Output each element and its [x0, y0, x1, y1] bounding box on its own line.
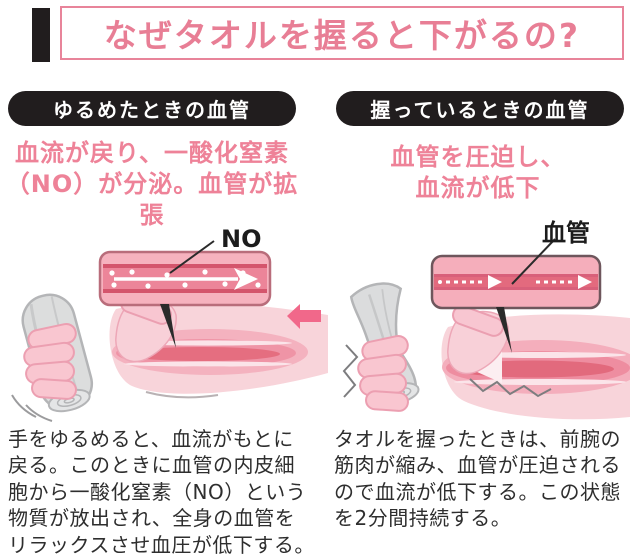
right-section-heading: 握っているときの血管	[336, 91, 624, 126]
page-title: なぜタオルを握ると下がるの?	[103, 16, 581, 55]
right-subtitle: 血管を圧迫し、 血流が低下	[390, 143, 566, 202]
vessel-compressed	[430, 254, 602, 310]
no-label: NO	[221, 225, 262, 253]
relaxed-hand	[23, 293, 177, 400]
blood-flow-arrow	[114, 268, 258, 290]
motion-lines	[11, 394, 53, 422]
vessel-label: 血管	[542, 219, 590, 247]
left-section-heading: ゆるめたときの血管	[8, 91, 296, 126]
vessel-dilated	[98, 250, 272, 307]
strain-zigzag-lines	[342, 344, 552, 398]
vessel-to-arm-pointer	[160, 304, 176, 348]
restricted-flow-arrows	[438, 275, 592, 289]
relaxed-arm-illustration: NO	[11, 225, 328, 422]
left-section-heading-label: ゆるめたときの血管	[53, 98, 251, 122]
title-box: なぜタオルを握ると下がるの?	[60, 6, 624, 60]
gripping-arm-illustration: 血管	[342, 219, 630, 420]
vessel-to-arm-pointer	[496, 307, 512, 353]
no-label-pointer-line	[169, 240, 215, 274]
title-accent-bar	[32, 8, 50, 62]
left-arrow-icon	[287, 304, 321, 329]
gripping-hand	[357, 305, 509, 412]
vessel-label-pointer-line	[511, 238, 556, 285]
left-subtitle: 血流が戻り、一酸化窒素 （NO）が分泌。血管が拡張	[5, 139, 299, 229]
left-description: 手をゆるめると、血流がもとに 戻る。このときに血管の内皮細 胞から一酸化窒素（N…	[8, 427, 315, 557]
right-section-heading-label: 握っているときの血管	[370, 98, 590, 122]
right-description: タオルを握ったときは、前腕の 筋肉が縮み、血管が圧迫される ので血流が低下する。…	[334, 427, 621, 531]
